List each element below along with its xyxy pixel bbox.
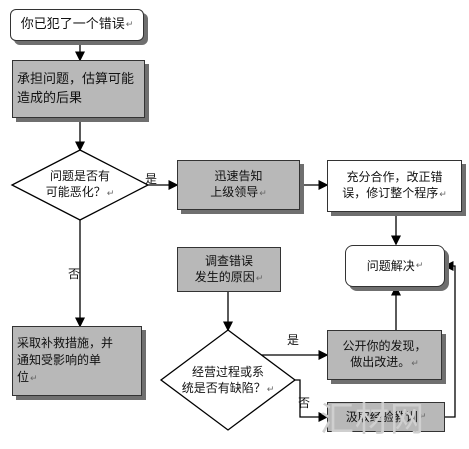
edge-label-yes1: 是 [145, 172, 158, 186]
decision1-line1: 问题是否有 [49, 169, 110, 183]
node-remedy: 采取补救措施，并 通知受影响的单 位↵ [12, 326, 142, 396]
node-start-label: 你已犯了一个错误 [20, 17, 125, 32]
node-investigate: 调查错误 发生的原因↵ [177, 247, 281, 292]
cooperate-line2: 误，修订整个程序 [342, 186, 439, 200]
edge-decision2-no [295, 379, 329, 422]
investigate-line2: 发生的原因 [194, 269, 255, 284]
watermark: 汇材网 [320, 400, 425, 440]
edge-lesson-solved [443, 261, 456, 418]
node-start: 你已犯了一个错误↵ [10, 9, 144, 41]
solved-label: 问题解决 [366, 259, 415, 273]
decision1-diamond [10, 149, 150, 221]
disclose-line2-wrap: 做出改进。↵ [350, 355, 419, 369]
decision1-text: 问题是否有 可能恶化？↵ [28, 168, 132, 202]
remedy-line1: 采取补救措施，并 [17, 335, 114, 350]
cooperate-line2-wrap: 误，修订整个程序↵ [342, 186, 447, 200]
cooperate-line1: 充分合作，改正错 [346, 170, 443, 184]
disclose-line1: 公开你的发现， [342, 339, 427, 353]
decision2-text: 经营过程或系 统是否有缺陷？↵ [173, 364, 283, 398]
node-notify-leader: 迅速告知 上级领导↵ [177, 160, 300, 210]
node-disclose: 公开你的发现， 做出改进。↵ [327, 330, 442, 380]
notify-line1: 迅速告知 [214, 169, 263, 183]
node-lesson: 汲取经验教训↵ [327, 402, 445, 432]
edge-label-no1: 否 [68, 267, 81, 281]
remedy-line2: 通知受影响的单 [17, 352, 102, 367]
disclose-line2: 做出改进。 [350, 355, 411, 369]
decision2-line1: 经营过程或系 [191, 365, 264, 379]
node-assess-label: 承担问题，估算可能造成的后果 [17, 72, 135, 106]
edge-label-no2: 否 [298, 396, 311, 410]
decision1-line2: 可能恶化？ [45, 185, 106, 199]
lesson-label: 汲取经验教训 [345, 410, 418, 424]
decision1-line2-wrap: 可能恶化？↵ [45, 185, 115, 199]
remedy-line3: 位 [17, 369, 30, 384]
notify-line2: 上级领导 [210, 185, 259, 199]
decision2-line2: 统是否有缺陷？ [181, 381, 266, 395]
node-cooperate: 充分合作，改正错 误，修订整个程序↵ [327, 160, 462, 212]
investigate-line2-wrap: 发生的原因↵ [194, 269, 264, 284]
decision2-line2-wrap: 统是否有缺陷？↵ [181, 381, 275, 395]
node-solved: 问题解决↵ [345, 245, 445, 287]
investigate-line1: 调查错误 [204, 253, 253, 268]
remedy-line3-wrap: 位↵ [17, 369, 38, 384]
decision2-diamond [159, 329, 297, 431]
node-assess: 承担问题，估算可能造成的后果 [12, 60, 145, 118]
edge-label-yes2: 是 [287, 333, 300, 347]
notify-line2-wrap: 上级领导↵ [210, 185, 267, 199]
